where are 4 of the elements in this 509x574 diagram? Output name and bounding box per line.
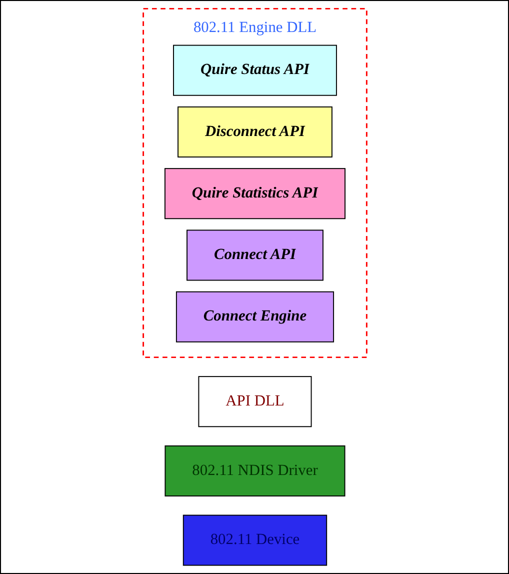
node-box: API DLL: [198, 376, 312, 428]
node-box: Connect Engine: [175, 291, 334, 342]
node-box: 802.11 NDIS Driver: [164, 445, 345, 496]
node-box: 802.11 Device: [182, 514, 327, 566]
